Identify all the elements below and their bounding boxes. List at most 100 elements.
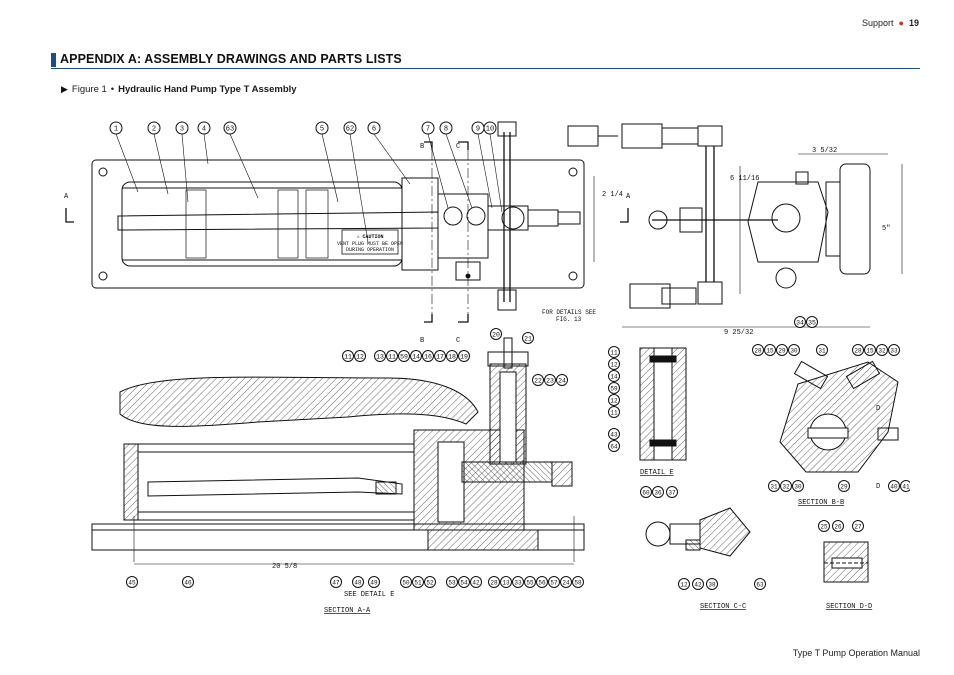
- balloon-label: 29: [840, 484, 848, 491]
- caution-plate: [341, 229, 399, 255]
- running-footer: Type T Pump Operation Manual: [792, 648, 920, 658]
- balloon-label: 12: [610, 362, 618, 369]
- balloon: 1: [109, 121, 123, 135]
- balloon: 63: [754, 578, 766, 590]
- balloon: 59: [608, 382, 620, 394]
- balloon: 11: [608, 406, 620, 418]
- figure-caption: ▶ Figure 1 • Hydraulic Hand Pump Type T …: [61, 84, 297, 95]
- balloon: 12: [608, 358, 620, 370]
- reservoir-cap: [401, 177, 439, 271]
- pump-body-top: [437, 193, 489, 259]
- balloon-label: 37: [668, 490, 676, 497]
- balloon-label: 21: [524, 336, 532, 343]
- balloon-label: 12: [356, 354, 364, 361]
- balloon-label: 1: [114, 126, 118, 134]
- section-cc-balloons: 60 36 37 12 42 38 63: [640, 486, 766, 590]
- balloon: 31: [816, 344, 828, 356]
- handle-section: [119, 376, 479, 427]
- figure-title: Hydraulic Hand Pump Type T Assembly: [118, 84, 297, 95]
- balloon-label: 6: [372, 126, 376, 134]
- balloon: 12: [354, 350, 366, 362]
- balloon-label: 50: [402, 580, 410, 587]
- assembly-drawing-svg: 1 2 3 4 63 5 62 6 7 8 9 10 A A B B C C D…: [64, 121, 912, 615]
- section-mark-b: B: [420, 143, 424, 151]
- balloon: 63: [223, 121, 237, 135]
- assembly-drawing: 1 2 3 4 63 5 62 6 7 8 9 10 A A B B C C D…: [58, 112, 912, 622]
- balloon-label: 9: [476, 126, 480, 134]
- balloon: 13: [374, 350, 386, 362]
- balloon: 47: [330, 576, 342, 588]
- balloon-label: 28: [490, 580, 498, 587]
- balloon: 55: [524, 576, 536, 588]
- play-triangle-icon: ▶: [61, 84, 68, 94]
- balloon: 27: [852, 520, 864, 532]
- balloon: 57: [548, 576, 560, 588]
- balloon-label: 13: [502, 580, 510, 587]
- balloon-label: 16: [424, 354, 432, 361]
- balloon-label: 26: [834, 524, 842, 531]
- balloon-label: 57: [550, 580, 558, 587]
- section-dd-balloons: 25 26 27: [818, 520, 864, 532]
- balloon: 50: [400, 576, 412, 588]
- balloon: 32: [876, 344, 888, 356]
- balloon-label: 5: [320, 126, 324, 134]
- balloon-label: 28: [854, 348, 862, 355]
- balloon-label: 63: [226, 126, 234, 134]
- section-mark-c: C: [456, 337, 460, 345]
- balloon-label: 20: [492, 332, 500, 339]
- balloon-label: 52: [426, 580, 434, 587]
- balloon-label: 24: [562, 580, 570, 587]
- balloon-label: 64: [610, 444, 618, 451]
- balloon-label: 12: [680, 582, 688, 589]
- balloon: 13: [500, 576, 512, 588]
- balloon: 37: [666, 486, 678, 498]
- balloon: 43: [608, 428, 620, 440]
- balloon: 9: [471, 121, 485, 135]
- balloon: 19: [458, 350, 470, 362]
- balloon-label: 31: [770, 484, 778, 491]
- balloon-label: 40: [890, 484, 898, 491]
- balloon-label: 35: [808, 320, 816, 327]
- caution-line1: VENT PLUG MUST BE OPEN: [337, 241, 403, 247]
- bolt-hole: [98, 167, 108, 177]
- balloon-label: 12: [610, 398, 618, 405]
- fig13-note-line2: FIG. 13: [556, 316, 582, 323]
- section-aa-title: SECTION A-A: [324, 607, 371, 615]
- balloon: 35: [806, 316, 818, 328]
- page-title: APPENDIX A: ASSEMBLY DRAWINGS AND PARTS …: [60, 52, 402, 66]
- balloon: 18: [446, 350, 458, 362]
- section-aa-top-balloons: 11 12 13 11 59 14 16 17 18 19: [342, 350, 470, 362]
- section-aa-right-balloons: 22 23 24: [532, 374, 568, 386]
- fig13-note-line1: FOR DETAILS SEE: [542, 309, 596, 316]
- balloon: 42: [470, 576, 482, 588]
- balloon-label: 24: [558, 378, 566, 385]
- balloon-label: 63: [756, 582, 764, 589]
- balloon-label: 18: [448, 354, 456, 361]
- balloon-label: 11: [610, 350, 618, 357]
- balloon-label: 30: [790, 348, 798, 355]
- balloon: 15: [764, 344, 776, 356]
- balloon: 12: [608, 394, 620, 406]
- balloon: 22: [532, 374, 544, 386]
- balloon: 64: [608, 440, 620, 452]
- balloon: 58: [572, 576, 584, 588]
- pump-housing-side: [747, 181, 829, 263]
- section-mark-d: D: [876, 483, 880, 491]
- balloon-label: 3: [180, 126, 184, 134]
- section-aa-bottom-balloons: 45 46 47 48 49 50 51 52 53 54 42 28 13 3…: [126, 576, 584, 588]
- section-mark-a: A: [626, 193, 631, 201]
- balloon: 48: [352, 576, 364, 588]
- balloon: 28: [752, 344, 764, 356]
- balloon-label: 56: [538, 580, 546, 587]
- balloon-label: 33: [514, 580, 522, 587]
- dim-20-5-8: 20 5/8: [272, 563, 297, 571]
- title-accent-mark: [51, 53, 56, 67]
- balloon: 15: [864, 344, 876, 356]
- balloon: 30: [792, 480, 804, 492]
- fig13-note: FOR DETAILS SEE FIG. 13: [542, 309, 596, 323]
- balloon: 6: [367, 121, 381, 135]
- balloon-label: 19: [460, 354, 468, 361]
- balloon-label: 45: [128, 580, 136, 587]
- balloon-label: 43: [610, 432, 618, 439]
- balloon-label: 42: [472, 580, 480, 587]
